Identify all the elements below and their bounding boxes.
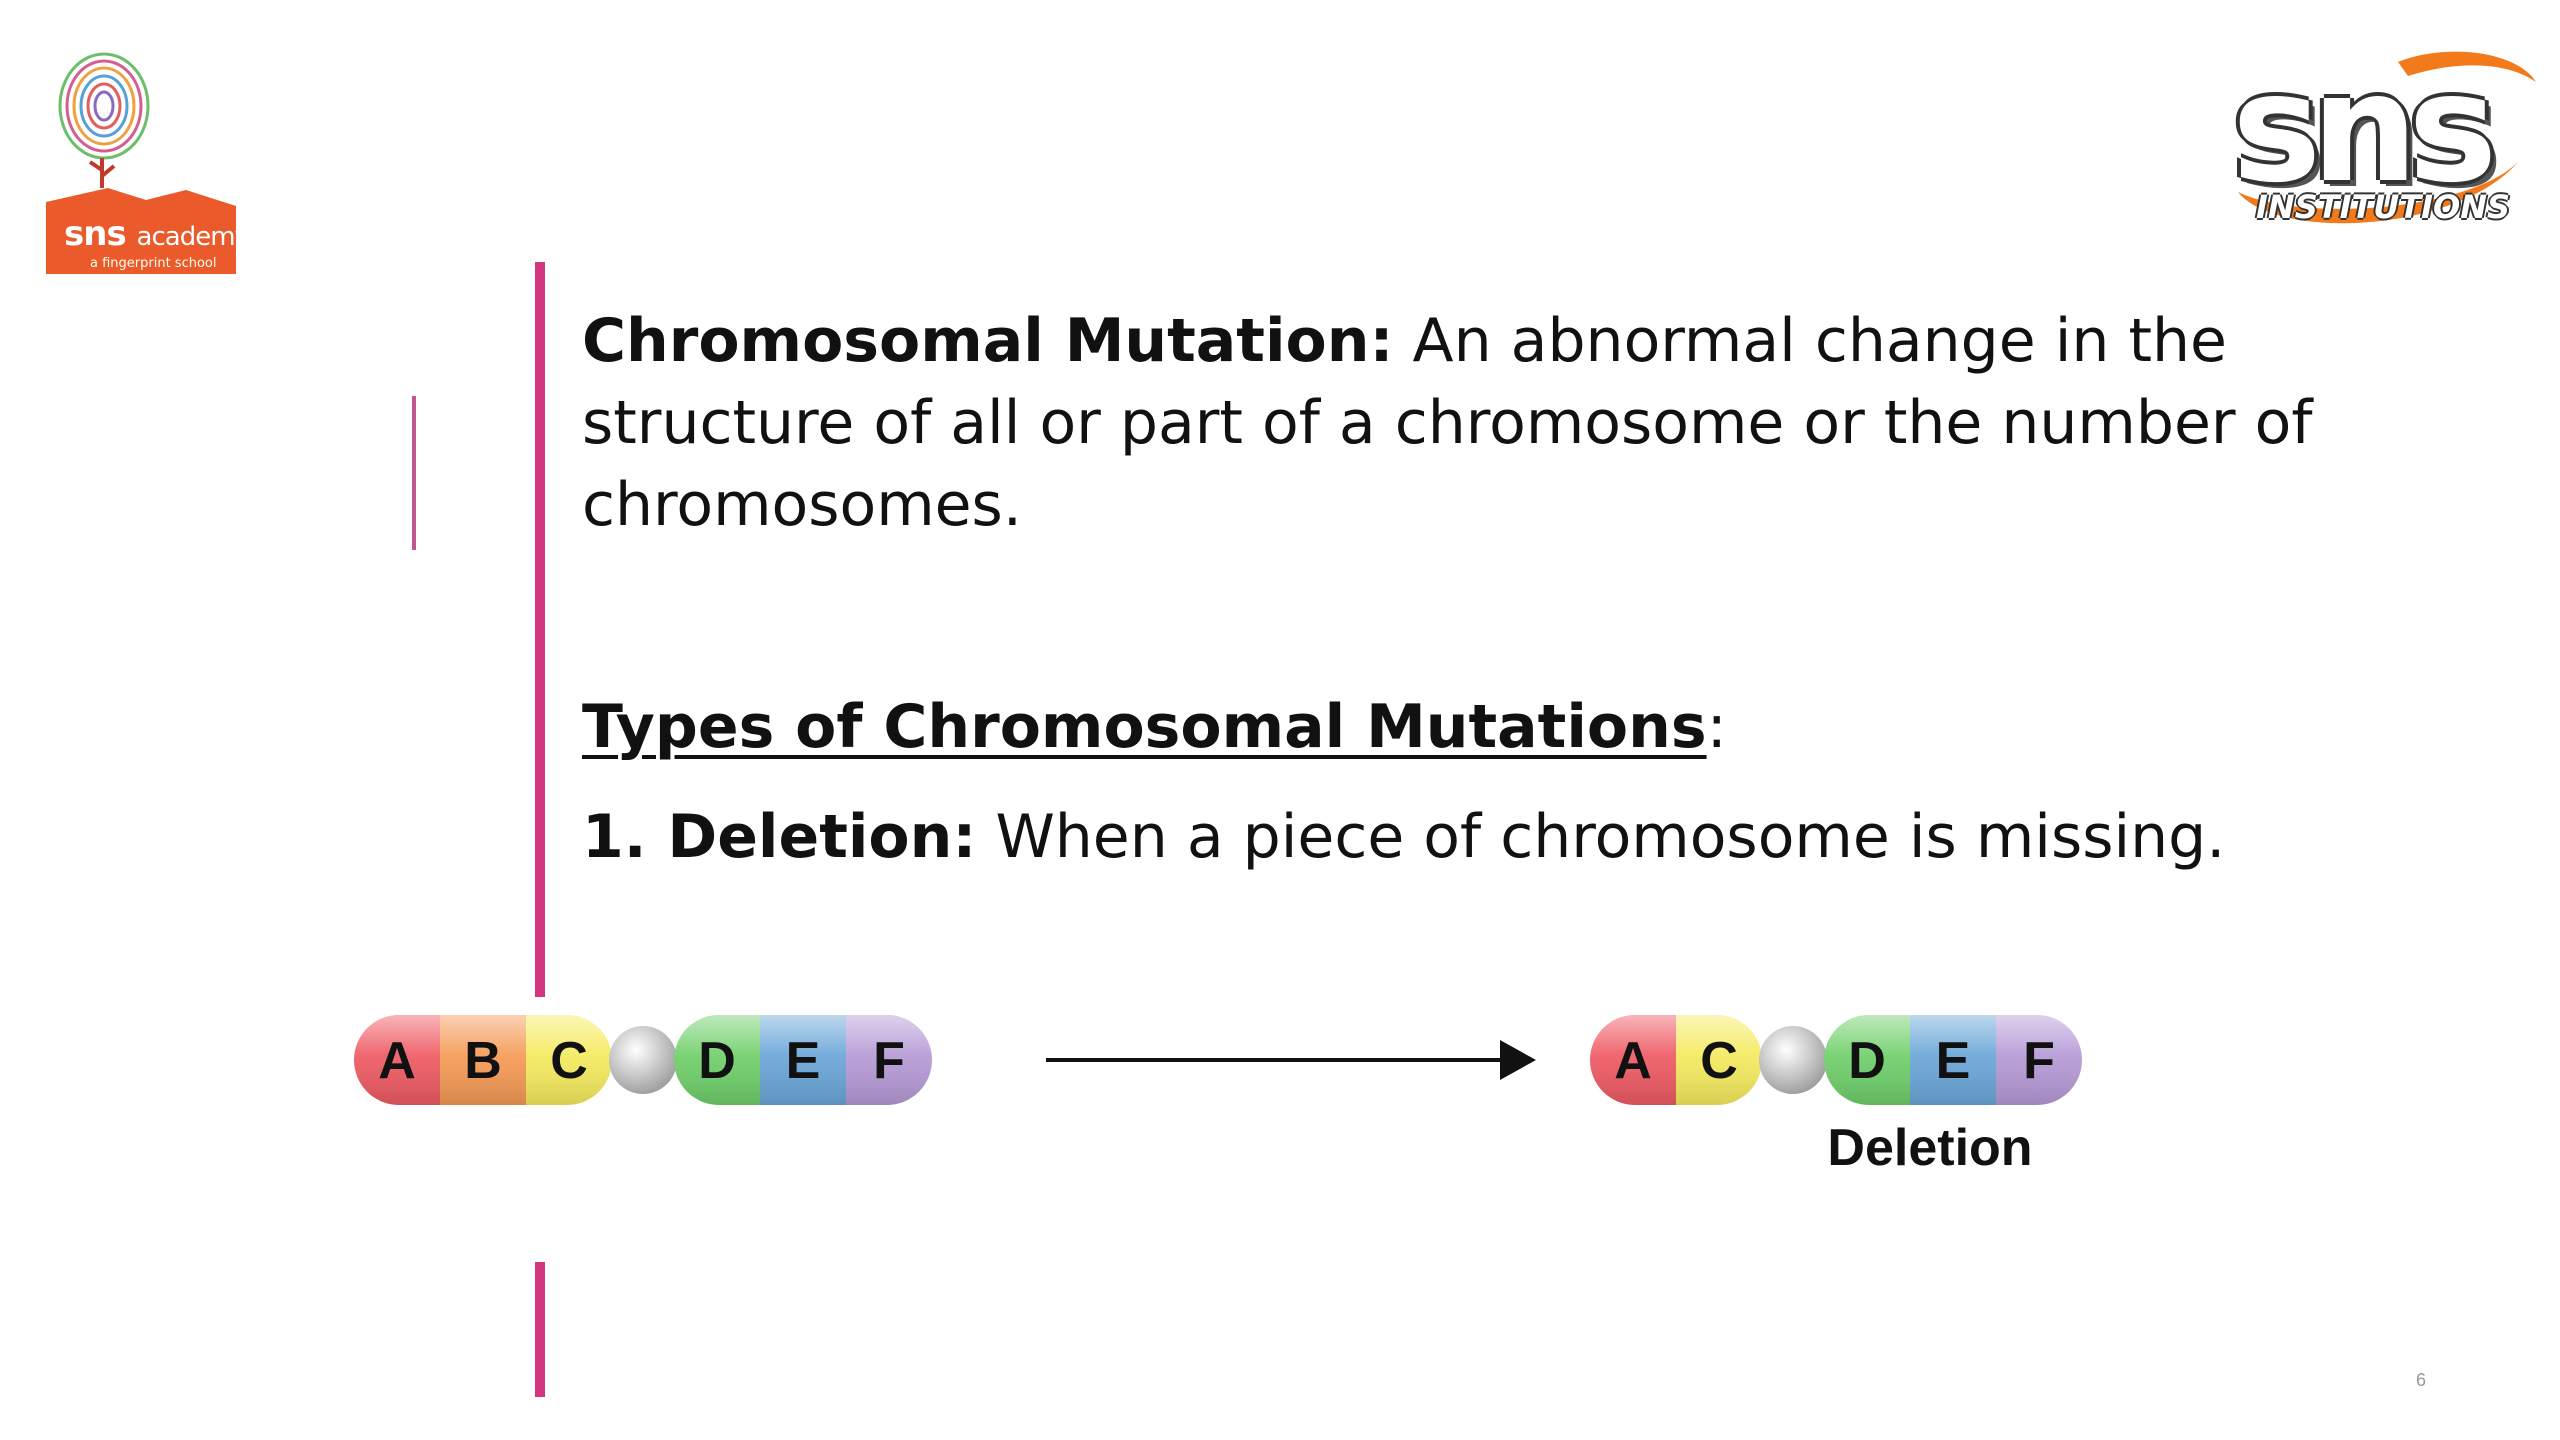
before-segment-label: D	[698, 1032, 736, 1090]
after-arm	[1590, 1015, 1762, 1105]
accent-bar-bottom	[535, 1262, 545, 1397]
before-segment-label: F	[873, 1032, 905, 1090]
before-segment-label: A	[378, 1032, 416, 1090]
before-arm	[674, 1015, 932, 1105]
academy-logo-tagline: a fingerprint school	[90, 256, 217, 271]
sns-academy-logo: sns academy a fingerprint school	[46, 38, 282, 282]
after-segment-label: E	[1936, 1032, 1971, 1090]
after-gloss	[1590, 1015, 1762, 1105]
deletion-text: When a piece of chromosome is missing.	[976, 802, 2226, 872]
after-segment-label: D	[1848, 1032, 1886, 1090]
arrow-icon	[1046, 1040, 1536, 1080]
after-gloss	[1824, 1015, 2082, 1105]
before-segment-label: E	[786, 1032, 821, 1090]
after-centromere	[1759, 1026, 1827, 1094]
page-number: 6	[2416, 1370, 2427, 1390]
after-segment-label: A	[1614, 1032, 1652, 1090]
before-segment-label: B	[464, 1032, 502, 1090]
types-heading-colon: :	[1706, 692, 1727, 762]
definition-paragraph: Chromosomal Mutation: An abnormal change…	[582, 300, 2342, 546]
before-segment-label: C	[550, 1032, 588, 1090]
before-gloss	[354, 1015, 612, 1105]
types-heading-text: Types of Chromosomal Mutations	[582, 692, 1707, 762]
after-segment-label: C	[1700, 1032, 1738, 1090]
sns-institutions-logo: sns INSTITUTIONS	[2218, 42, 2538, 238]
types-heading: Types of Chromosomal Mutations:	[582, 686, 2342, 768]
academy-logo-name: sns academy	[64, 214, 250, 254]
definition-text: An abnormal change in the structure of a…	[582, 306, 2313, 540]
accent-bar-top	[535, 262, 545, 997]
after-segment-label: F	[2023, 1032, 2055, 1090]
deletion-definition: 1. Deletion: When a piece of chromosome …	[582, 796, 2342, 878]
deletion-term: 1. Deletion:	[582, 802, 977, 872]
fingerprint-tree-icon	[46, 52, 236, 274]
accent-bar-thin	[412, 396, 416, 550]
before-gloss	[674, 1015, 932, 1105]
deletion-caption: Deletion	[1827, 1119, 2033, 1177]
after-arm	[1824, 1015, 2082, 1105]
definition-term: Chromosomal Mutation:	[582, 306, 1394, 376]
before-centromere	[609, 1026, 677, 1094]
institutions-logo-suffix: INSTITUTIONS	[2256, 188, 2511, 226]
swoosh-icon	[2238, 51, 2536, 224]
institutions-logo-name: sns	[2232, 42, 2497, 216]
before-arm	[354, 1015, 612, 1105]
